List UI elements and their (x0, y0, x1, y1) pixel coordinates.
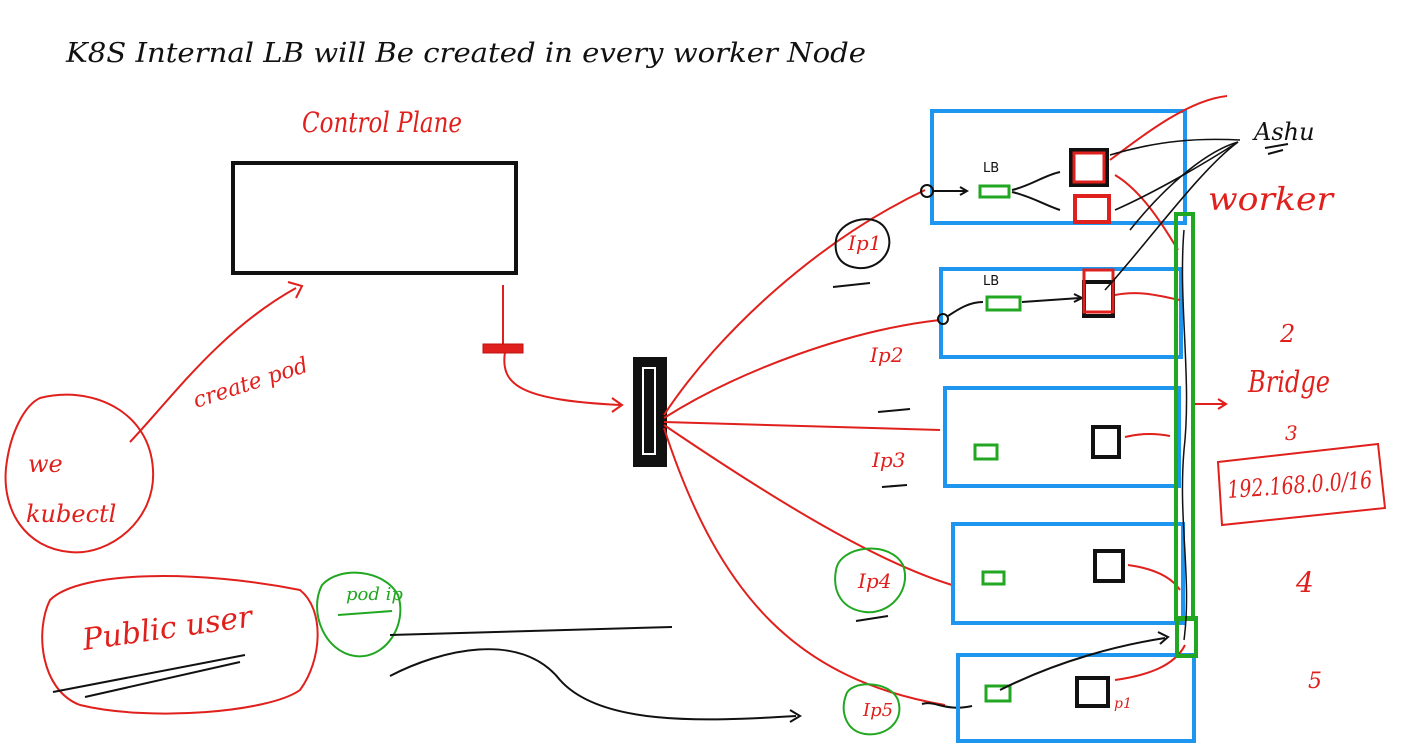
lb-entry-arrow-1 (933, 186, 970, 196)
internal-lb-2 (985, 295, 1022, 312)
node5-internal-link (999, 631, 1170, 691)
title-note: K8S Internal LB will Be created in every… (65, 38, 866, 69)
pod-3 (1091, 425, 1121, 459)
lb-label-2: LB (983, 274, 999, 289)
pod-1a-highlight (1072, 151, 1106, 184)
worker-node-3 (943, 386, 1181, 488)
public-user-link-top (389, 626, 673, 636)
bridge-label: Bridge (1247, 365, 1330, 400)
worker-number-3: 3 (1285, 421, 1298, 445)
ashu-underline (1264, 143, 1289, 155)
cidr-box (1216, 442, 1387, 527)
ip4-label: Ip4 (857, 569, 891, 593)
switch-slot (642, 367, 656, 455)
network-links (663, 189, 953, 706)
pod-5 (1075, 676, 1110, 708)
internal-lb-3 (973, 443, 999, 461)
ip5-circle (842, 683, 901, 736)
public-user-link-bottom (389, 648, 802, 723)
worker-node-5 (956, 653, 1196, 743)
kubectl-label: we kubectl (26, 450, 116, 528)
ashu-links (1104, 138, 1241, 291)
central-switch (633, 357, 667, 467)
pod-p1-label: p1 (1114, 696, 1132, 712)
pod-4 (1093, 549, 1125, 583)
worker-label: worker (1208, 180, 1335, 218)
ip5-to-lb-link (921, 702, 973, 709)
lb-label-1: LB (983, 161, 999, 176)
ip4-circle (834, 547, 906, 614)
ip1-dash (832, 282, 871, 288)
internal-lb-5 (984, 684, 1012, 703)
cidr-label: 192.168.0.0/16 (1226, 466, 1373, 504)
pod-ip-underline (337, 610, 393, 616)
create-pod-label: create pod (190, 353, 311, 414)
worker-node-1 (930, 109, 1187, 225)
control-plane-label: Control Plane (302, 106, 462, 139)
ip2-label: Ip2 (869, 343, 903, 367)
worker-number-5: 5 (1308, 669, 1322, 694)
kubectl-circle (4, 393, 155, 554)
ip4-dash (855, 615, 889, 622)
lb-entry-dot-2 (937, 313, 949, 325)
worker-number-4: 4 (1295, 566, 1314, 599)
internal-lb-1 (978, 184, 1011, 199)
pod-ip-circle (316, 571, 402, 658)
pod-1a (1069, 148, 1109, 187)
ashu-label: Ashu (1252, 118, 1315, 146)
lb-to-pod-2 (1021, 293, 1085, 303)
control-plane-box (231, 161, 518, 275)
control-plane-port (482, 343, 524, 354)
public-user-label: Public user (79, 599, 256, 658)
worker-node-4 (951, 522, 1185, 625)
internal-lb-4 (981, 570, 1006, 586)
ip5-label: Ip5 (862, 700, 893, 721)
pod-1b (1073, 194, 1111, 224)
create-pod-arrow (129, 281, 304, 443)
pod-ip-label: pod ip (346, 584, 403, 605)
ip1-label: Ip1 (847, 231, 881, 255)
public-user-underline (52, 654, 246, 698)
bridge-arrow (1195, 398, 1228, 410)
public-user-cloud (41, 575, 319, 715)
lb-split-1 (1011, 171, 1061, 211)
ip3-label: Ip3 (871, 448, 905, 472)
ip1-circle (834, 218, 891, 270)
worker-node-2 (939, 267, 1183, 359)
control-plane-link (502, 285, 624, 413)
worker-number-2: 2 (1279, 320, 1295, 348)
ip3-dash (881, 484, 908, 488)
ip2-dash (877, 408, 911, 413)
lb-entry-arrow-2 (947, 301, 984, 317)
pod-2-highlight (1082, 268, 1115, 314)
bridge-inner-trace (1181, 229, 1188, 641)
